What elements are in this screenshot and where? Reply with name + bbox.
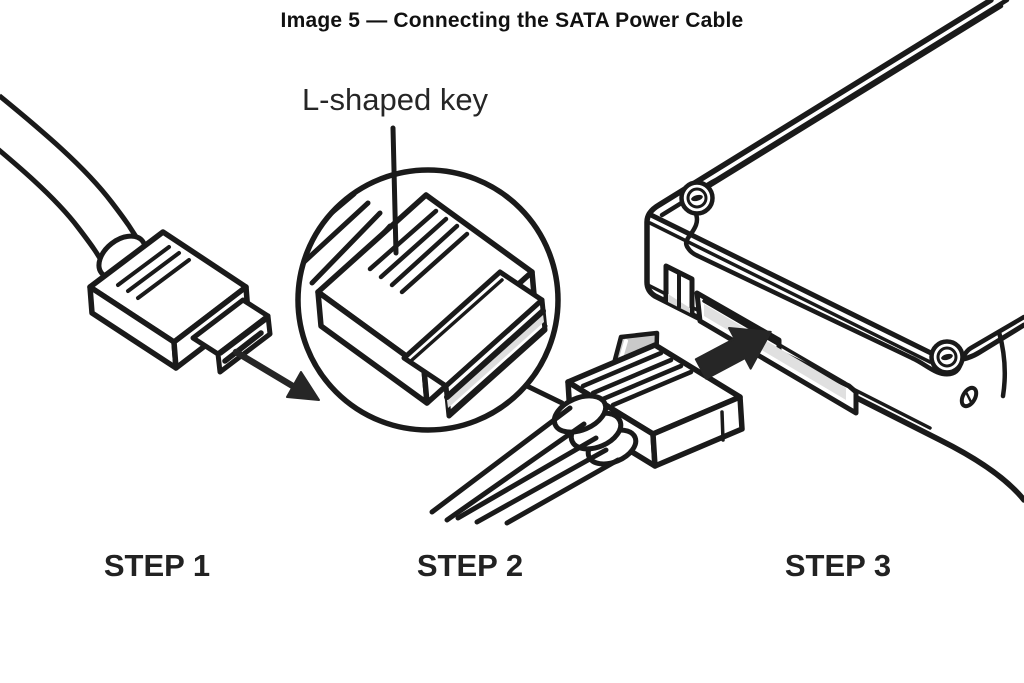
drive-silhouette <box>647 0 1024 498</box>
step1-arrow-icon <box>232 348 320 401</box>
screw-front-right <box>929 339 965 375</box>
l-shaped-key-label: L-shaped key <box>301 82 489 117</box>
drive-front-chamfer-line <box>648 221 932 364</box>
magnifier-circle <box>295 167 565 433</box>
l-key-slot <box>401 269 548 419</box>
magnified-sata-connector <box>315 192 548 419</box>
step3-hard-drive <box>644 0 1024 503</box>
connector-blade <box>190 297 273 375</box>
screw-top-left <box>679 180 715 216</box>
side-screw-hole <box>959 385 979 409</box>
callout-leader-line <box>390 125 399 256</box>
grip-ridges <box>580 350 694 408</box>
step-3-label: STEP 3 <box>784 548 892 583</box>
insert-arrow-icon <box>694 327 772 380</box>
grip-ridges <box>116 245 191 300</box>
magnifier-pointer-line <box>524 383 565 406</box>
diagram-title: Image 5 — Connecting the SATA Power Cabl… <box>280 9 744 32</box>
power-wires <box>429 405 621 526</box>
step-2-label: STEP 2 <box>416 548 524 583</box>
grip-ridges <box>367 208 470 295</box>
body-seam-line <box>720 410 725 442</box>
step2-power-connector <box>429 330 745 526</box>
connector-body <box>87 229 273 375</box>
drive-right-corner-edge <box>996 329 1008 399</box>
sata-port-slot <box>663 263 859 416</box>
step1-cable-connector <box>0 93 320 401</box>
power-cable <box>0 93 145 270</box>
step-1-label: STEP 1 <box>103 548 211 583</box>
